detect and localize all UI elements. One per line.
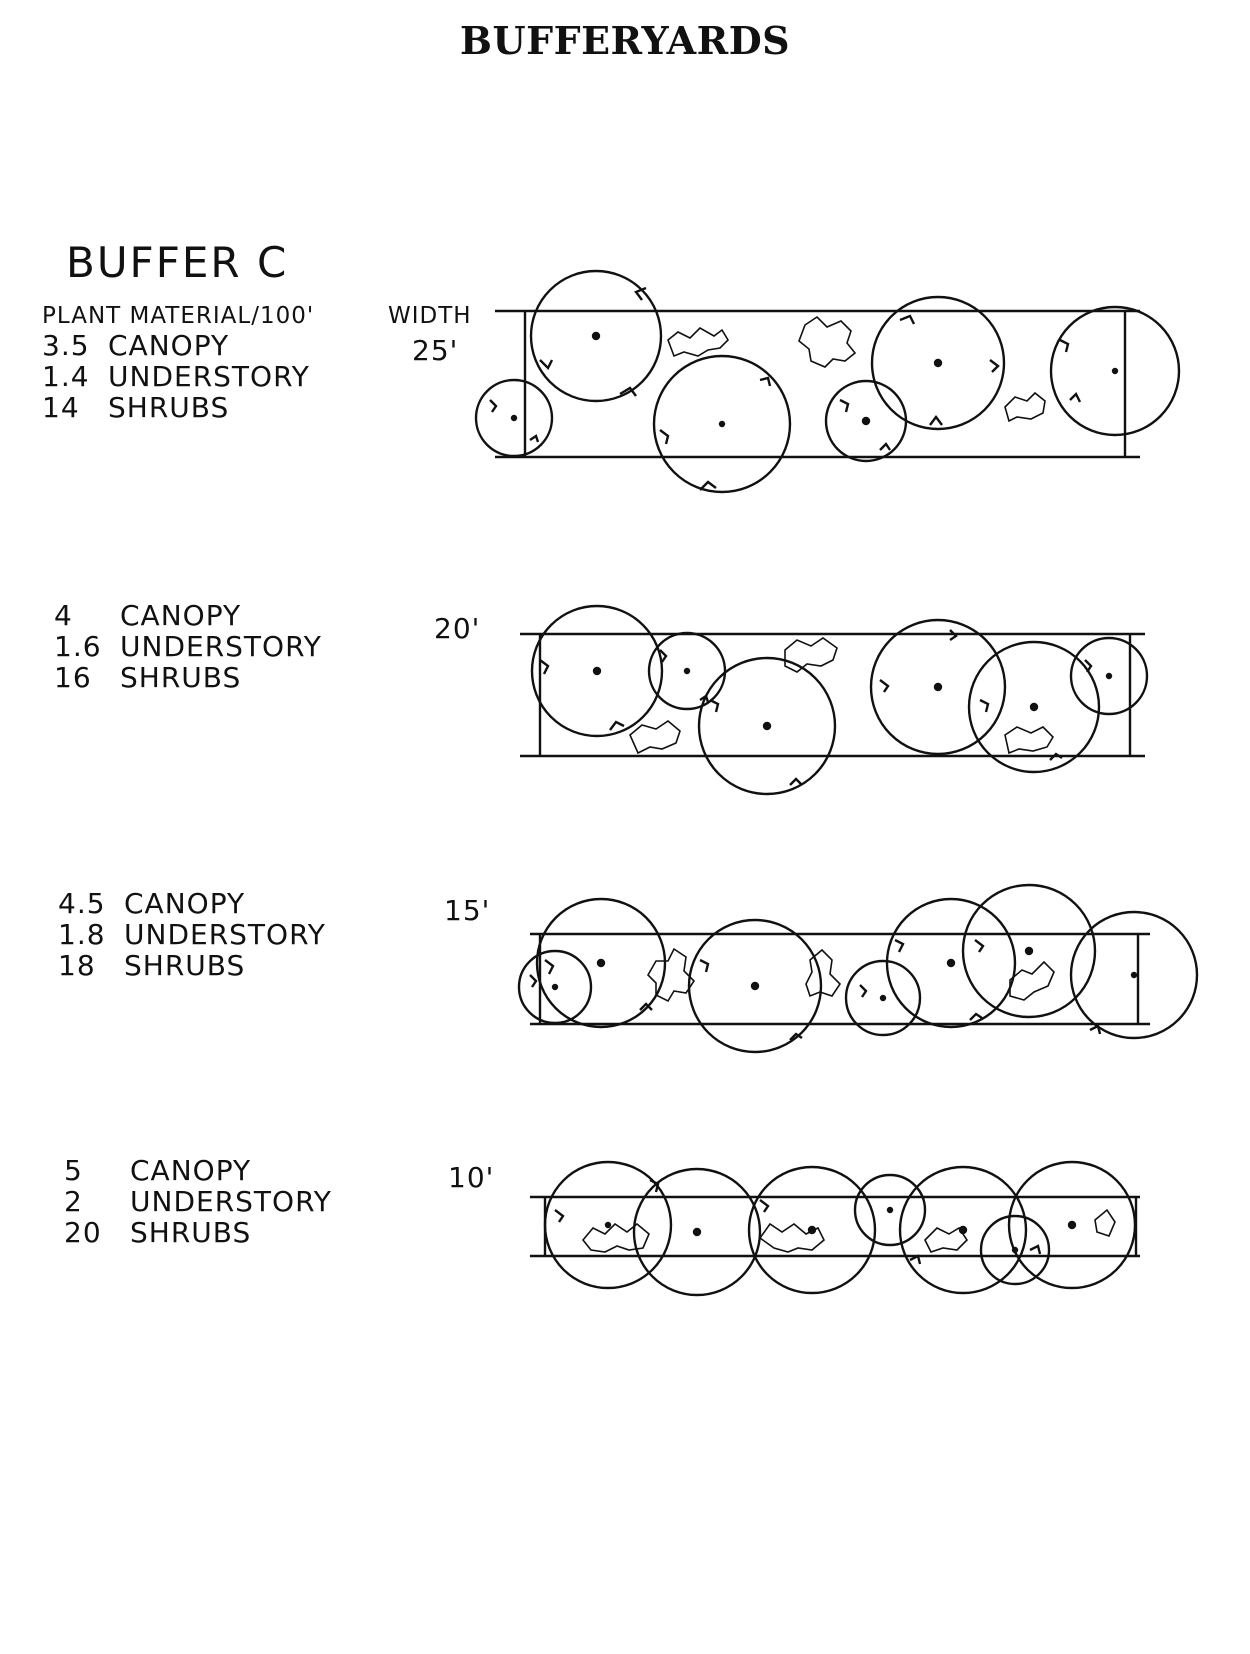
- page-title: BUFFERYARDS: [459, 18, 791, 63]
- buffer-plan-15ft: [517, 883, 1199, 1054]
- canopy-tree: [961, 883, 1097, 1019]
- buffer-plan-25ft: [474, 269, 1181, 494]
- understory-tree: [474, 378, 554, 458]
- understory-tree: [517, 949, 593, 1025]
- understory-tree: [844, 959, 922, 1037]
- canopy-tree: [529, 269, 663, 403]
- canopy-tree: [697, 656, 837, 796]
- understory-tree: [853, 1173, 927, 1247]
- canopy-tree: [535, 897, 667, 1029]
- understory-tree: [647, 631, 727, 711]
- shrub-group: [629, 637, 1055, 755]
- canopy-tree: [632, 1167, 762, 1297]
- buffer-plan-10ft: [530, 1160, 1140, 1297]
- understory-tree: [979, 1214, 1051, 1286]
- width-label-1: 25': [412, 334, 459, 367]
- canopy-tree: [869, 618, 1007, 756]
- canopy-tree: [1049, 305, 1181, 437]
- canopy-tree: [543, 1160, 673, 1290]
- width-label-4: 10': [448, 1161, 495, 1194]
- understory-tree: [1069, 636, 1149, 716]
- canopy-tree: [967, 640, 1101, 774]
- width-label-2: 20': [434, 612, 481, 645]
- canopy-tree: [687, 918, 823, 1054]
- shrub-group: [581, 1208, 1116, 1253]
- buffer-name: BUFFER C: [66, 238, 289, 287]
- shrub-group: [667, 315, 1046, 423]
- shrub-group: [647, 947, 1055, 1003]
- canopy-tree: [1007, 1160, 1137, 1290]
- canopy-tree: [870, 295, 1006, 431]
- width-label-3: 15': [444, 894, 491, 927]
- width-header: WIDTH: [388, 303, 472, 329]
- canopy-tree: [652, 354, 792, 494]
- canopy-tree: [1069, 910, 1199, 1040]
- buffer-plan-20ft: [520, 604, 1149, 796]
- plant-material-header: PLANT MATERIAL/100': [42, 303, 315, 329]
- understory-tree: [824, 379, 908, 463]
- canopy-tree: [747, 1165, 877, 1295]
- canopy-tree: [885, 897, 1017, 1029]
- canopy-tree: [530, 604, 664, 738]
